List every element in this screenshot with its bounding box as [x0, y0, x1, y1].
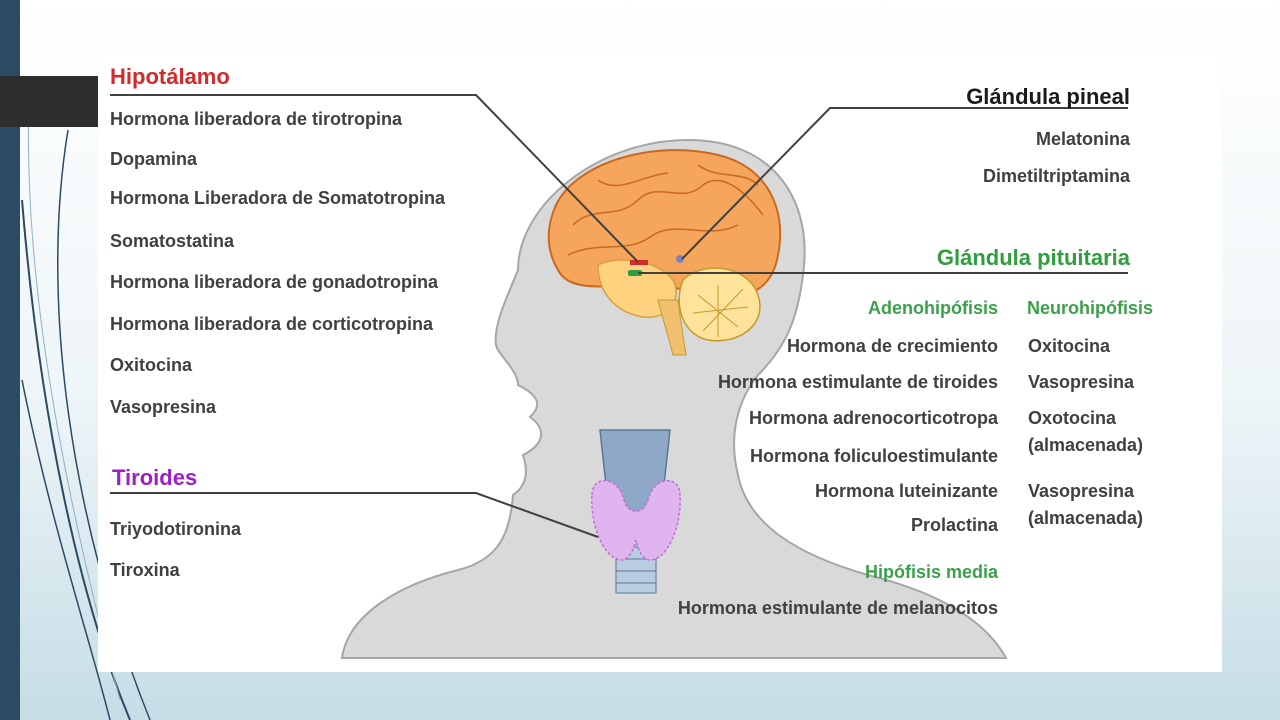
endocrine-diagram: Hipotálamo Hormona liberadora de tirotro…	[98, 55, 1222, 672]
hypothalamus-item: Oxitocina	[110, 355, 193, 375]
head-silhouette	[340, 138, 1008, 659]
pars-intermedia-item: Hormona estimulante de melanocitos	[677, 598, 998, 618]
hypothalamus-item: Hormona Liberadora de Somatotropina	[110, 188, 446, 208]
pineal-heading: Glándula pineal	[966, 84, 1130, 109]
hypothalamus-item: Somatostatina	[110, 231, 235, 251]
head-illustration	[110, 94, 1128, 659]
decorative-curve	[27, 79, 121, 701]
adeno-item: Hormona estimulante de tiroides	[717, 372, 998, 392]
decorative-curve	[21, 379, 111, 720]
hypothalamus-item: Hormona liberadora de corticotropina	[110, 314, 434, 334]
adenohypophysis-heading: Adenohipófisis	[868, 298, 998, 318]
brainstem	[657, 299, 687, 356]
thyroid-icon	[591, 479, 681, 561]
pineal-item: Dimetiltriptamina	[982, 166, 1130, 186]
brain-folds	[567, 164, 764, 256]
adeno-item: Hormona foliculoestimulante	[749, 446, 998, 466]
left-stripe	[0, 0, 20, 720]
hypothalamus-item: Vasopresina	[110, 397, 217, 417]
thyroid-pointer	[110, 492, 599, 538]
hypothalamus-marker	[630, 260, 648, 265]
neuro-item: Oxotocina	[1028, 408, 1117, 428]
hypothalamus-pointer	[110, 94, 639, 263]
neurohypophysis-heading: Neurohipófisis	[1027, 298, 1154, 318]
pineal-item: Melatonina	[1035, 129, 1130, 149]
thyroid-heading: Tiroides	[112, 465, 198, 490]
pituitary-heading: Glándula pituitaria	[936, 245, 1130, 270]
neuro-item: Oxitocina	[1028, 336, 1111, 356]
thyroid-item: Triyodotironina	[110, 519, 242, 539]
hypothalamus-item: Dopamina	[110, 149, 198, 169]
hypothalamus-item: Hormona liberadora de gonadotropina	[110, 272, 439, 292]
adeno-item: Hormona de crecimiento	[786, 336, 998, 356]
thyroid-item: Tiroxina	[110, 560, 180, 580]
adeno-item: Hormona luteinizante	[814, 481, 998, 501]
pineal-pointer	[681, 107, 1128, 260]
pineal-marker	[676, 255, 684, 263]
hypothalamus-item: Hormona liberadora de tirotropina	[110, 109, 403, 129]
pituitary-marker	[628, 270, 642, 276]
title-placeholder-tab	[0, 76, 98, 127]
neuro-item: (almacenada)	[1028, 508, 1144, 528]
adeno-item: Hormona adrenocorticotropa	[748, 408, 998, 428]
hypothalamus-heading: Hipotálamo	[110, 64, 230, 89]
neuro-item: Vasopresina	[1028, 481, 1135, 501]
cerebellum	[678, 267, 761, 342]
pars-intermedia-heading: Hipófisis media	[864, 562, 998, 582]
neuro-item: Vasopresina	[1028, 372, 1135, 392]
neuro-item: (almacenada)	[1028, 435, 1144, 455]
adeno-item: Prolactina	[910, 515, 998, 535]
